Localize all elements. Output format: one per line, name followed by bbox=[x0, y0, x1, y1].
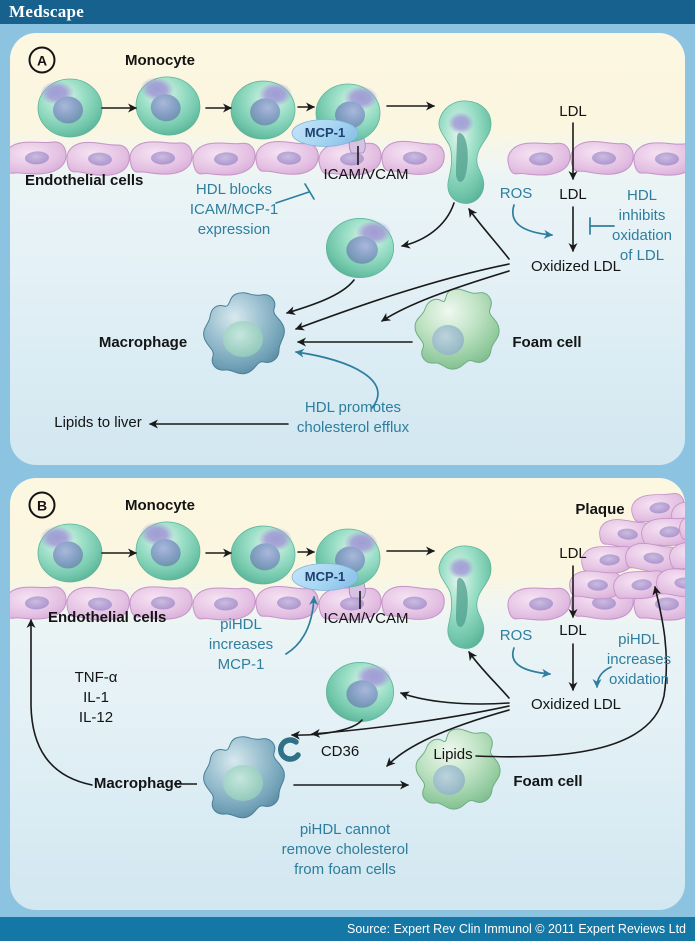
label-ros: ROS bbox=[499, 185, 533, 202]
transmigrating-monocyte bbox=[438, 100, 492, 204]
panel-a-badge: A bbox=[28, 46, 56, 74]
label-lipids-to-liver: Lipids to liver bbox=[54, 414, 142, 431]
label-monocyte: Monocyte bbox=[124, 497, 196, 514]
annotation-hdl-promotes: HDL promotes cholesterol efflux bbox=[296, 399, 410, 436]
annotation-pihdl-increases-mcp1: piHDL increases MCP-1 bbox=[208, 616, 274, 673]
label-endothelial-cells: Endothelial cells bbox=[48, 609, 167, 626]
macrophage-cell bbox=[203, 292, 285, 375]
transmigrating-monocyte bbox=[438, 545, 492, 649]
label-foam-cell: Foam cell bbox=[512, 334, 582, 351]
label-macrophage: Macrophage bbox=[98, 334, 188, 351]
label-endothelial-cells: Endothelial cells bbox=[25, 172, 144, 189]
label-mcp1: MCP-1 bbox=[304, 125, 346, 140]
label-cd36: CD36 bbox=[320, 743, 360, 760]
subendothelial-monocyte bbox=[325, 661, 395, 723]
teal-arrows bbox=[275, 183, 615, 409]
macrophage-cell bbox=[203, 736, 285, 819]
panel-b-badge: B bbox=[28, 491, 56, 519]
source-credit: Source: Expert Rev Clin Immunol © 2011 E… bbox=[347, 922, 686, 936]
black-arrows bbox=[101, 101, 578, 429]
mcp1-bubble bbox=[291, 119, 359, 147]
label-oxidized-ldl: Oxidized LDL bbox=[530, 258, 622, 275]
label-macrophage: Macrophage bbox=[93, 775, 183, 792]
label-cytokines: TNF-α IL-1 IL-12 bbox=[74, 669, 118, 726]
label-foam-cell: Foam cell bbox=[513, 773, 583, 790]
label-monocyte: Monocyte bbox=[124, 52, 196, 69]
label-mcp1: MCP-1 bbox=[304, 569, 346, 584]
black-arrows bbox=[26, 546, 668, 790]
header-bar: Medscape bbox=[0, 0, 695, 24]
annotation-pihdl-increases-oxidation: piHDL increases oxidation bbox=[606, 631, 672, 688]
label-ldl-top: LDL bbox=[559, 545, 587, 562]
label-lipids: Lipids bbox=[433, 746, 473, 763]
foam-cell-shape bbox=[415, 728, 501, 810]
diagram-panel-a: A Monocyte MCP-1 ICAM/VCAM Endothelial c… bbox=[10, 33, 685, 465]
label-oxidized-ldl: Oxidized LDL bbox=[530, 696, 622, 713]
label-ldl-inner: LDL bbox=[559, 622, 587, 639]
panel-b-graphics bbox=[10, 491, 685, 819]
label-ros: ROS bbox=[499, 627, 533, 644]
annotation-pihdl-cannot: piHDL cannot remove cholesterol from foa… bbox=[281, 821, 409, 878]
subendothelial-monocyte bbox=[325, 217, 395, 279]
label-ldl-top: LDL bbox=[559, 103, 587, 120]
medscape-logo: Medscape bbox=[9, 2, 85, 21]
footer-bar: Source: Expert Rev Clin Immunol © 2011 E… bbox=[0, 917, 695, 941]
label-icam-vcam: ICAM/VCAM bbox=[323, 166, 409, 183]
label-plaque: Plaque bbox=[575, 501, 625, 518]
diagram-panel-b: B Monocyte Plaque MCP-1 ICAM/VCAM Endoth… bbox=[10, 478, 685, 910]
teal-arrows bbox=[285, 596, 612, 688]
label-icam-vcam: ICAM/VCAM bbox=[323, 610, 409, 627]
annotation-hdl-blocks: HDL blocks ICAM/MCP-1 expression bbox=[189, 181, 279, 238]
cd36-receptor-icon bbox=[278, 737, 301, 762]
panel-a-graphics bbox=[10, 72, 685, 429]
mcp1-bubble bbox=[291, 563, 359, 591]
foam-cell-shape bbox=[414, 288, 500, 370]
annotation-hdl-inhibits: HDL inhibits oxidation of LDL bbox=[611, 187, 673, 264]
label-ldl-inner: LDL bbox=[559, 186, 587, 203]
